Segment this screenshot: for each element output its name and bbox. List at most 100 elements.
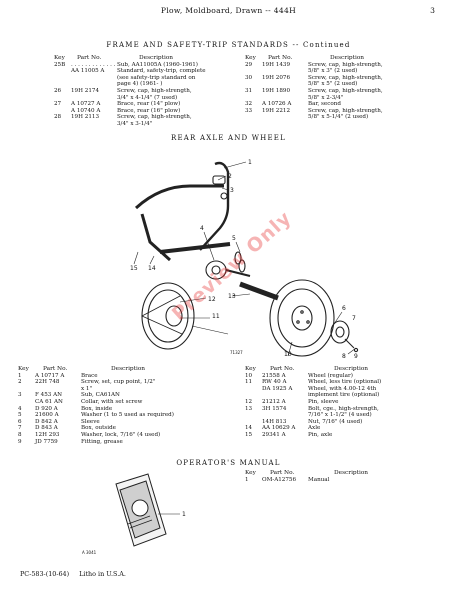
table-row: page 4) (1961- ) — [54, 81, 234, 88]
part-key: 26 — [54, 87, 62, 94]
part-no-header: Part No. — [77, 55, 102, 61]
part-description: Nut, 7/16" (4 used) — [308, 418, 363, 425]
part-description: Fitting, grease — [81, 438, 123, 445]
part-description: Standard, safety-trip, complete — [117, 68, 206, 75]
part-key: 28 — [54, 114, 62, 121]
part-key: 12 — [245, 398, 253, 405]
part-number — [262, 81, 308, 88]
section-title-rear-axle: REAR AXLE AND WHEEL — [171, 134, 286, 142]
part-key: 33 — [245, 107, 253, 114]
page-header-title: Plow, Moldboard, Drawn -- 444H — [160, 6, 297, 15]
table-row: 3/4" x 3-1/4" — [54, 121, 234, 128]
part-key — [245, 114, 262, 121]
part-key: 1 — [245, 476, 249, 483]
part-description: implement tire (optional) — [308, 392, 380, 399]
part-number: A 10726 A — [262, 101, 292, 108]
callout-2: 2 — [228, 173, 232, 180]
part-key: 7 — [18, 425, 22, 432]
part-number — [262, 68, 308, 75]
page-number: 3 — [430, 6, 435, 15]
part-description: 5/8" x 5-1/4" (2 used) — [308, 114, 369, 121]
part-description: Screw, set, cup point, 1/2" — [81, 379, 156, 386]
part-number — [35, 386, 81, 393]
table-row: 5/8" x 5-1/4" (2 used) — [245, 114, 435, 121]
part-description: Brace — [81, 372, 98, 379]
part-key: 29 — [245, 61, 253, 68]
part-number — [71, 121, 117, 128]
part-number: D 843 A — [35, 425, 58, 432]
part-description: Brace, rear (16" plow) — [117, 107, 181, 114]
description-header: Description — [330, 55, 365, 61]
callout-1: 1 — [248, 159, 252, 166]
part-number: AA 11005 A — [71, 68, 105, 75]
part-number — [262, 392, 308, 399]
callout-13: 13 — [228, 293, 236, 300]
part-no-header: Part No. — [270, 366, 295, 372]
callout-14: 14 — [148, 265, 156, 272]
part-key — [245, 95, 262, 102]
part-number: 29341 A — [262, 431, 286, 438]
key-header: Key — [18, 366, 29, 372]
table-row: 5/8" x 5" (2 used) — [245, 81, 435, 88]
table-row: 7/16" x 1-1/2" (4 used) — [245, 412, 440, 419]
rear-axle-exploded-diagram: 1 2 3 4 5 11 12 13 14 15 6 7 8 9 10 7132… — [130, 159, 359, 358]
part-number — [71, 81, 117, 88]
part-number: 3H 1574 — [262, 405, 287, 412]
callout-3: 3 — [230, 187, 234, 194]
table-header: Key Part No. Description — [245, 366, 440, 373]
part-number — [262, 114, 308, 121]
part-number: 19H 1439 — [262, 61, 291, 68]
part-key — [54, 68, 71, 75]
part-key — [245, 412, 262, 419]
part-number: A 10727 A — [71, 101, 101, 108]
part-description: Sub, CA61AN — [81, 392, 120, 399]
part-key: 6 — [18, 418, 22, 425]
part-number — [262, 412, 308, 419]
part-key: 32 — [245, 101, 253, 108]
part-number: 19H 2212 — [262, 107, 291, 114]
table-header: Key Part No. Description — [245, 55, 435, 62]
callout-6: 6 — [342, 305, 346, 312]
part-no-header: Part No. — [268, 55, 293, 61]
part-description: x 1" — [81, 385, 93, 392]
table-row: AA 11005 A Standard, safety-trip, complet… — [54, 68, 234, 75]
part-number: 21212 A — [262, 398, 286, 405]
part-number: AA 10629 A — [262, 425, 296, 432]
part-no-header: Part No. — [43, 366, 68, 372]
table-row: 5/8" x 3" (2 used) — [245, 68, 435, 75]
part-number: 19H 1890 — [262, 87, 291, 94]
callout-9: 9 — [354, 353, 358, 358]
part-description: Washer, lock, 7/16" (4 used) — [81, 431, 161, 438]
part-description: Brace, rear (14" plow) — [117, 101, 181, 108]
key-header: Key — [245, 366, 256, 372]
part-number: CA 61 AN — [35, 398, 63, 405]
part-key: 11 — [245, 379, 253, 386]
part-description: 3/4" x 3-1/4" — [117, 120, 153, 127]
part-key — [245, 419, 262, 426]
part-number — [262, 95, 308, 102]
table-header: Key Part No. Description — [54, 55, 234, 62]
part-description: Sleeve — [81, 418, 100, 425]
part-description: Screw, cap, high-strength, — [308, 74, 383, 81]
part-key: 30 — [245, 74, 253, 81]
part-key: 15 — [245, 431, 253, 438]
part-key — [18, 399, 35, 406]
part-key — [54, 108, 71, 115]
part-description: Wheel (regular) — [308, 372, 353, 379]
part-key — [54, 121, 71, 128]
page-footer: PC-583-(10-64) Litho in U.S.A. — [20, 570, 134, 578]
